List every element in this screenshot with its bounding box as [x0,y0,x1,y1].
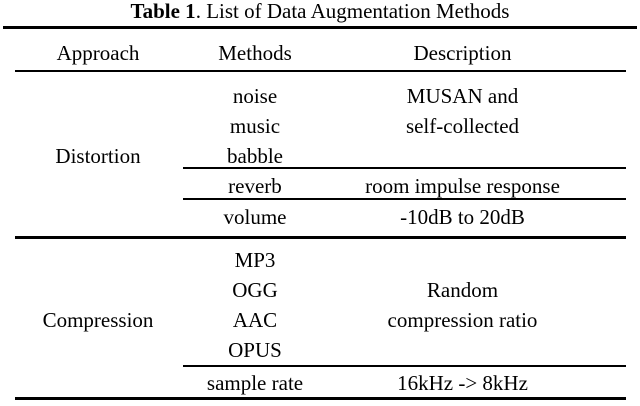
row-divider-rule-sample-rate [183,365,626,367]
description-cell: 16kHz -> 8kHz [397,371,528,395]
description-cell: MUSAN and [406,84,519,108]
description-cell: self-collected [405,114,520,138]
table-top-rule [3,26,637,29]
table-bottom-rule [15,397,626,400]
row-divider-rule-volume [183,198,626,200]
column-header-approach: Approach [56,41,140,65]
approach-label-compression: Compression [42,308,154,332]
table-header-rule [15,70,626,72]
description-cell: room impulse response [365,174,560,198]
table-caption-separator: . [195,0,201,23]
column-header-description: Description [413,41,512,65]
table-caption-title: List of Data Augmentation Methods [206,0,510,23]
approach-label-distortion: Distortion [55,144,141,168]
method-cell: AAC [232,308,278,332]
description-cell: Random [426,278,499,302]
table-section-divider-rule [15,236,626,239]
row-divider-rule-reverb [183,167,626,169]
description-cell: -10dB to 20dB [400,205,525,229]
method-cell: reverb [228,174,282,198]
method-cell: MP3 [234,248,276,272]
method-cell: OPUS [228,338,282,362]
method-cell: music [229,114,281,138]
method-cell: volume [223,205,287,229]
table-caption-label: Table 1 [130,0,196,23]
method-cell: babble [227,144,283,168]
table-caption: Table 1. List of Data Augmentation Metho… [0,0,640,23]
method-cell: OGG [232,278,278,302]
method-cell: noise [232,84,278,108]
description-cell: compression ratio [387,308,538,332]
method-cell: sample rate [206,371,304,395]
column-header-methods: Methods [218,41,292,65]
